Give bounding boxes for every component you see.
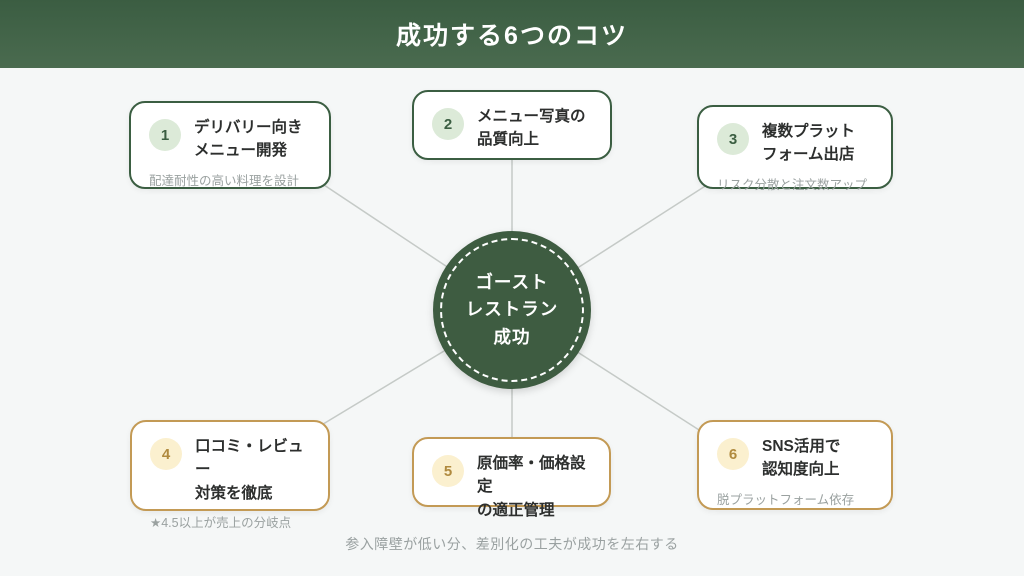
tip-number-badge-6: 6 [717,438,749,470]
tip-title-5: 原価率・価格設定 の適正管理 [477,455,586,519]
page-title: 成功する6つのコツ [396,22,628,50]
tip-card-1: 1 デリバリー向き メニュー開発 配達耐性の高い料理を設計 [129,101,331,189]
tip-card-2-header: 2 メニュー写真の 品質向上 [432,105,592,152]
tip-subtitle-4: ★4.5以上が売上の分岐点 [150,515,292,530]
tip-number-badge-1: 1 [149,119,181,151]
tip-number-badge-2: 2 [432,108,464,140]
tip-number-badge-4: 4 [150,438,182,470]
tip-title-3: 複数プラット フォーム出店 [762,123,856,164]
tip-title-2: メニュー写真の 品質向上 [477,108,586,149]
footer-note: 参入障壁が低い分、差別化の工夫が成功を左右する [345,536,679,552]
tip-subtitle-1: 配達耐性の高い料理を設計 [149,173,300,188]
tip-card-3: 3 複数プラット フォーム出店 リスク分散と注文数アップ [697,105,893,192]
tip-card-2: 2 メニュー写真の 品質向上 [412,90,612,160]
tip-title-6: SNS活用で 認知度向上 [762,438,841,479]
tip-title-4: 口コミ・レビュー 対策を徹底 [195,438,304,502]
tip-card-1-header: 1 デリバリー向き メニュー開発 [149,116,311,163]
tip-card-6-header: 6 SNS活用で 認知度向上 [717,435,873,482]
central-success-circle: ゴースト レストラン 成功 [433,231,591,389]
tip-card-4-header: 4 口コミ・レビュー 対策を徹底 [150,435,310,505]
tip-title-1: デリバリー向き メニュー開発 [194,119,303,160]
header-banner: 成功する6つのコツ [0,0,1024,68]
tip-number-badge-5: 5 [432,455,464,487]
tip-card-5-header: 5 原価率・価格設定 の適正管理 [432,452,591,522]
central-circle-label: ゴースト レストラン 成功 [465,272,559,347]
tip-card-4: 4 口コミ・レビュー 対策を徹底 ★4.5以上が売上の分岐点 [130,420,330,530]
tip-subtitle-6: 脱プラットフォーム依存 [717,492,855,507]
tip-card-6: 6 SNS活用で 認知度向上 脱プラットフォーム依存 [697,420,893,510]
tip-number-badge-3: 3 [717,123,749,155]
tip-card-3-header: 3 複数プラット フォーム出店 [717,120,873,167]
tip-card-5: 5 原価率・価格設定 の適正管理 [412,437,611,519]
tip-subtitle-3: リスク分散と注文数アップ [717,177,868,192]
